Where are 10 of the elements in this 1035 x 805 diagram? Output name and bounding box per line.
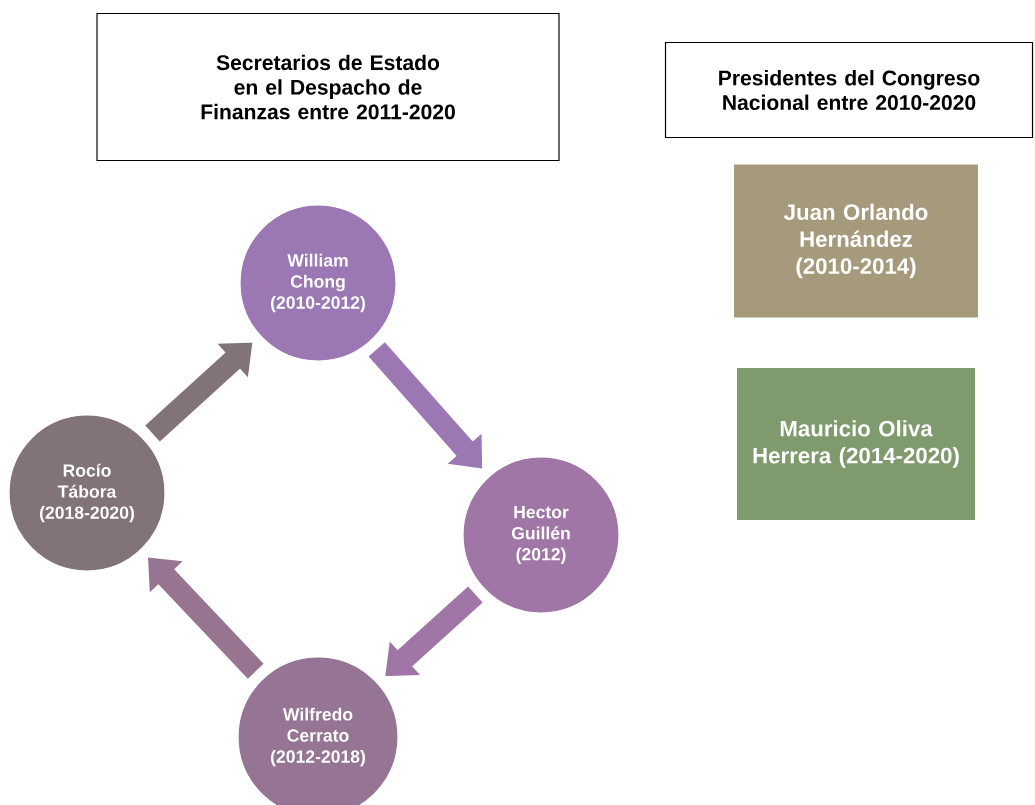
title-box: Presidentes del Congreso Nacional entre 2010-2020: [664, 41, 1034, 139]
title-box: Secretarios de Estado en el Despacho de Finanzas entre 2011-2020: [96, 12, 560, 162]
circle-node: Hector Guillén (2012): [462, 456, 620, 614]
circle-node: William Chong (2010-2012): [239, 204, 397, 362]
block-arrow: [148, 557, 264, 679]
name-box: Mauricio Oliva Herrera (2014-2020): [737, 368, 975, 520]
circle-node: Wilfredo Cerrato (2012-2018): [237, 656, 399, 805]
block-arrow: [368, 342, 483, 469]
name-box: Juan Orlando Hernández (2010-2014): [734, 164, 978, 318]
circle-node: Rocío Tábora (2018-2020): [8, 414, 166, 572]
